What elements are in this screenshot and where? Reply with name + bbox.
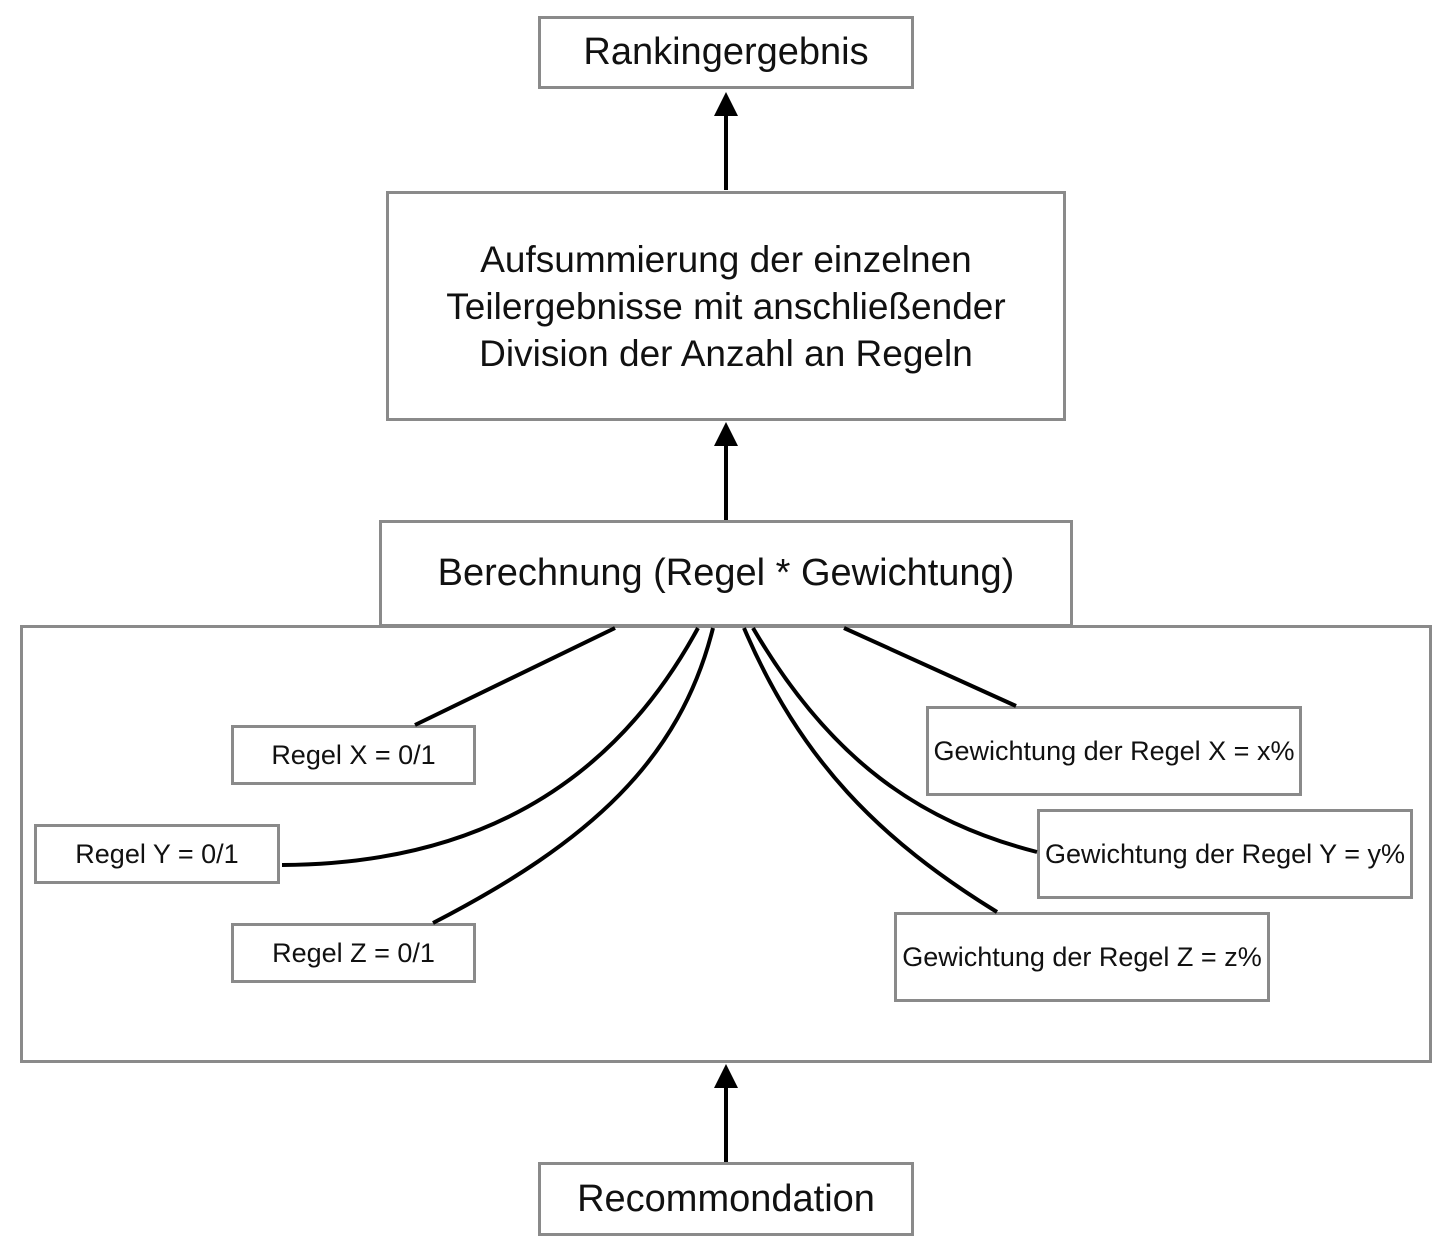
weight-y-box: Gewichtung der Regel Y = y% [1037, 809, 1413, 899]
recommendation-label: Recommondation [577, 1177, 875, 1220]
rule-x-label: Regel X = 0/1 [271, 740, 436, 770]
rule-z-label: Regel Z = 0/1 [272, 938, 435, 968]
weight-y-label: Gewichtung der Regel Y = y% [1045, 839, 1405, 869]
weight-z-label: Gewichtung der Regel Z = z% [902, 942, 1262, 972]
rule-y-box: Regel Y = 0/1 [34, 824, 280, 884]
ranking-result-box: Rankingergebnis [538, 16, 914, 89]
rule-z-box: Regel Z = 0/1 [231, 923, 476, 983]
weight-x-box: Gewichtung der Regel X = x% [926, 706, 1302, 796]
calculation-label: Berechnung (Regel * Gewichtung) [437, 552, 1015, 594]
summation-box: Aufsummierung der einzelnen Teilergebnis… [386, 191, 1066, 421]
ranking-result-label: Rankingergebnis [583, 31, 869, 73]
weight-x-label: Gewichtung der Regel X = x% [933, 736, 1295, 766]
calculation-box: Berechnung (Regel * Gewichtung) [379, 520, 1073, 627]
rule-x-box: Regel X = 0/1 [231, 725, 476, 785]
weight-z-box: Gewichtung der Regel Z = z% [894, 912, 1270, 1002]
recommendation-box: Recommondation [538, 1162, 914, 1236]
summation-label: Aufsummierung der einzelnen Teilergebnis… [446, 238, 1006, 374]
rule-y-label: Regel Y = 0/1 [75, 839, 239, 869]
